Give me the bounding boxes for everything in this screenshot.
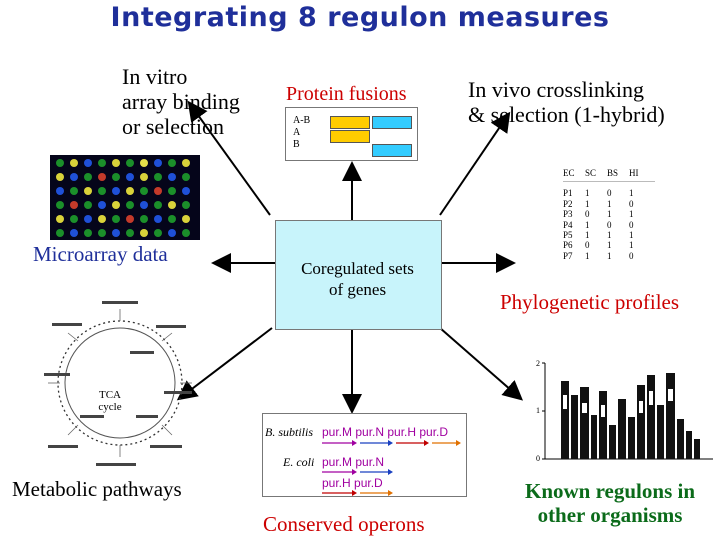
microarray-label: Microarray data bbox=[33, 242, 168, 266]
fusion-labels: A-B A B bbox=[293, 115, 310, 151]
in-vitro-line-2: array binding bbox=[122, 89, 240, 114]
phylo-header: BS bbox=[607, 168, 619, 178]
tca-line-1: TCA bbox=[99, 389, 121, 401]
arrow-metabolic bbox=[176, 327, 273, 401]
in-vivo-line-2: & selection (1-hybrid) bbox=[468, 102, 665, 127]
coregulated-line-1: Coregulated sets bbox=[301, 259, 414, 278]
operon-box bbox=[262, 413, 467, 497]
phylo-header: SC bbox=[585, 168, 597, 178]
fusion-b-ab bbox=[372, 116, 412, 129]
coregulated-box bbox=[275, 220, 442, 330]
phylo-header-row: EC SC BS HI bbox=[563, 168, 651, 178]
tca-label: TCA cycle bbox=[95, 389, 125, 413]
fusion-a bbox=[330, 130, 370, 143]
page-title: Integrating 8 regulon measures bbox=[110, 2, 610, 33]
in-vitro-line-3: or selection bbox=[122, 114, 225, 139]
sequence-logo bbox=[542, 362, 713, 460]
phylo-header-divider bbox=[563, 181, 655, 182]
fusion-b bbox=[372, 144, 412, 157]
logo-axis-2: 2 bbox=[536, 359, 540, 368]
fusion-a-ab bbox=[330, 116, 370, 129]
ecoli-label: E. coli bbox=[283, 455, 315, 469]
protein-fusions-label: Protein fusions bbox=[286, 83, 407, 105]
ecoli-genes-2: pur.H pur.D bbox=[322, 476, 383, 490]
tca-cycle-diagram bbox=[44, 301, 192, 466]
phylo-header: HI bbox=[629, 168, 639, 178]
microarray-spots bbox=[56, 159, 190, 237]
fusion-label-ab: A-B bbox=[293, 115, 311, 126]
metabolic-label: Metabolic pathways bbox=[12, 477, 182, 501]
logo-axis-0: 0 bbox=[536, 454, 540, 463]
in-vitro-line-1: In vitro bbox=[122, 64, 188, 89]
arrow-known bbox=[439, 327, 524, 401]
in-vivo-line-1: In vivo crosslinking bbox=[468, 77, 644, 102]
coregulated-label: Coregulated sets of genes bbox=[275, 258, 440, 300]
tca-line-2: cycle bbox=[98, 401, 122, 413]
fusion-label-a: A bbox=[293, 127, 301, 138]
microarray-image bbox=[50, 155, 200, 240]
logo-axis-1: 1 bbox=[536, 406, 540, 415]
ecoli-gene-arrows-1 bbox=[322, 469, 393, 475]
conserved-operons-label: Conserved operons bbox=[263, 512, 425, 536]
ecoli-gene-arrows-2 bbox=[322, 490, 393, 496]
bsub-label: B. subtilis bbox=[265, 425, 314, 439]
in-vivo-label: In vivo crosslinking & selection (1-hybr… bbox=[468, 77, 665, 127]
coregulated-line-2: of genes bbox=[328, 280, 387, 299]
bsub-genes: pur.M pur.N pur.H pur.D bbox=[322, 425, 449, 439]
arrow-invitro bbox=[187, 100, 271, 216]
ecoli-genes-1: pur.M pur.N bbox=[322, 455, 385, 469]
known-line-1: Known regulons in bbox=[525, 479, 695, 503]
known-regulons-label: Known regulons in other organisms bbox=[505, 479, 715, 527]
bsub-gene-arrows bbox=[322, 440, 461, 446]
arrow-invivo bbox=[439, 111, 511, 216]
in-vitro-label: In vitro array binding or selection bbox=[122, 64, 240, 139]
fusion-label-b: B bbox=[293, 139, 300, 150]
phylo-header: EC bbox=[563, 168, 575, 178]
phylogenetic-label: Phylogenetic profiles bbox=[500, 290, 680, 314]
known-line-2: other organisms bbox=[537, 503, 683, 527]
